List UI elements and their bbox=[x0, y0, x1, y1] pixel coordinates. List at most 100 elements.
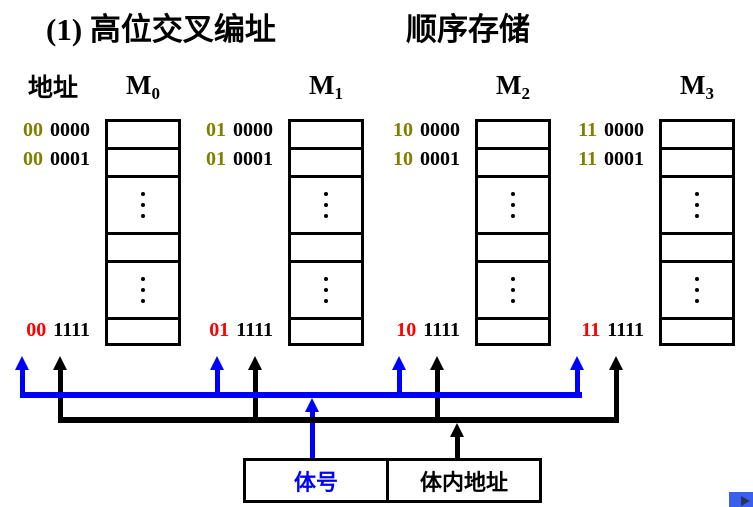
module-select-arrow-m0-head bbox=[15, 356, 29, 370]
address-high-bits: 11 bbox=[581, 319, 601, 341]
memory-cell bbox=[291, 147, 361, 175]
vertical-ellipsis-icon bbox=[324, 192, 328, 218]
address-low-bits: 1111 bbox=[423, 319, 460, 341]
memory-cell bbox=[291, 175, 361, 232]
memory-cell bbox=[662, 122, 732, 147]
module-select-arrow-m0-shaft bbox=[20, 368, 25, 398]
address-high-bits: 11 bbox=[578, 148, 597, 170]
memory-cell bbox=[478, 175, 548, 232]
memory-cell bbox=[291, 317, 361, 343]
address-format-box: 体号 体内地址 bbox=[243, 458, 542, 503]
memory-cell bbox=[662, 232, 732, 260]
address-low-bits: 1111 bbox=[236, 319, 273, 341]
vertical-ellipsis-icon bbox=[511, 277, 515, 303]
offset-address-arrow-shaft bbox=[455, 436, 460, 459]
module-subscript: 3 bbox=[705, 84, 714, 103]
module-title-m1: M1 bbox=[288, 70, 364, 104]
address-label: 10 1111 bbox=[396, 319, 460, 341]
memory-column bbox=[105, 119, 181, 346]
module-name: M bbox=[126, 70, 152, 100]
address-header: 地址 bbox=[28, 75, 79, 102]
memory-cell bbox=[291, 122, 361, 147]
module-name: M bbox=[680, 70, 706, 100]
vertical-ellipsis-icon bbox=[141, 277, 145, 303]
address-label: 10 0001 bbox=[393, 148, 460, 170]
memory-cell bbox=[478, 317, 548, 343]
memory-cell bbox=[662, 147, 732, 175]
memory-cell bbox=[478, 147, 548, 175]
memory-module-m1: M1 01 0000 01 0001 01 1111 bbox=[206, 70, 364, 346]
address-high-bits: 10 bbox=[396, 319, 417, 341]
address-low-bits: 0001 bbox=[233, 148, 273, 170]
address-low-bits: 1111 bbox=[607, 319, 644, 341]
module-number-arrow-head bbox=[305, 398, 319, 412]
module-title-m0: M0 bbox=[105, 70, 181, 104]
offset-address-arrow-head bbox=[450, 423, 464, 437]
address-low-bits: 0000 bbox=[50, 119, 90, 141]
address-high-bits: 00 bbox=[23, 119, 43, 141]
address-low-bits: 0001 bbox=[420, 148, 460, 170]
memory-cell bbox=[662, 317, 732, 343]
vertical-ellipsis-icon bbox=[511, 192, 515, 218]
offset-bus-line bbox=[58, 417, 619, 423]
memory-cell bbox=[478, 260, 548, 317]
module-name: M bbox=[496, 70, 522, 100]
module-bus-line bbox=[20, 392, 582, 398]
module-select-arrow-m1-head bbox=[210, 356, 224, 370]
address-low-bits: 0001 bbox=[604, 148, 644, 170]
address-label: 11 0000 bbox=[578, 119, 644, 141]
module-select-arrow-m2-shaft bbox=[397, 368, 402, 398]
offset-arrow-m3-shaft bbox=[614, 368, 619, 423]
vertical-ellipsis-icon bbox=[695, 277, 699, 303]
memory-column bbox=[475, 119, 551, 346]
offset-arrow-m2-head bbox=[430, 356, 444, 370]
vertical-ellipsis-icon bbox=[695, 192, 699, 218]
module-select-arrow-m3-shaft bbox=[575, 368, 580, 398]
address-label: 11 0001 bbox=[578, 148, 644, 170]
module-title-m3: M3 bbox=[659, 70, 735, 104]
memory-cell bbox=[108, 122, 178, 147]
address-high-bits: 10 bbox=[393, 148, 413, 170]
title-high-order-interleaving: (1) 高位交叉编址 bbox=[46, 12, 276, 47]
memory-cell bbox=[478, 122, 548, 147]
offset-address-field: 体内地址 bbox=[419, 469, 508, 495]
module-subscript: 2 bbox=[521, 84, 530, 103]
module-subscript: 1 bbox=[334, 84, 343, 103]
memory-cell bbox=[108, 232, 178, 260]
memory-cell bbox=[662, 260, 732, 317]
memory-cell bbox=[108, 147, 178, 175]
title-sequential-storage: 顺序存储 bbox=[406, 12, 530, 47]
memory-cell bbox=[108, 317, 178, 343]
address-low-bits: 0000 bbox=[420, 119, 460, 141]
vertical-ellipsis-icon bbox=[324, 277, 328, 303]
offset-arrow-m3-head bbox=[609, 356, 623, 370]
memory-module-m2: M2 10 0000 10 0001 10 1111 bbox=[393, 70, 551, 346]
address-label: 10 0000 bbox=[393, 119, 460, 141]
module-subscript: 0 bbox=[151, 84, 160, 103]
address-high-bits: 10 bbox=[393, 119, 413, 141]
memory-cell bbox=[662, 175, 732, 232]
module-select-arrow-m3-head bbox=[570, 356, 584, 370]
vertical-ellipsis-icon bbox=[141, 192, 145, 218]
address-high-bits: 11 bbox=[578, 119, 597, 141]
module-select-arrow-m2-head bbox=[392, 356, 406, 370]
address-low-bits: 0000 bbox=[604, 119, 644, 141]
next-slide-button[interactable] bbox=[729, 492, 753, 507]
address-high-bits: 00 bbox=[26, 319, 47, 341]
address-high-bits: 01 bbox=[206, 119, 226, 141]
module-name: M bbox=[309, 70, 335, 100]
memory-cell bbox=[108, 175, 178, 232]
memory-cell bbox=[291, 232, 361, 260]
address-low-bits: 0000 bbox=[233, 119, 273, 141]
address-label: 01 0001 bbox=[206, 148, 273, 170]
module-number-field: 体号 bbox=[246, 461, 389, 500]
address-high-bits: 01 bbox=[209, 319, 230, 341]
address-high-bits: 01 bbox=[206, 148, 226, 170]
next-arrow-icon bbox=[741, 496, 750, 506]
